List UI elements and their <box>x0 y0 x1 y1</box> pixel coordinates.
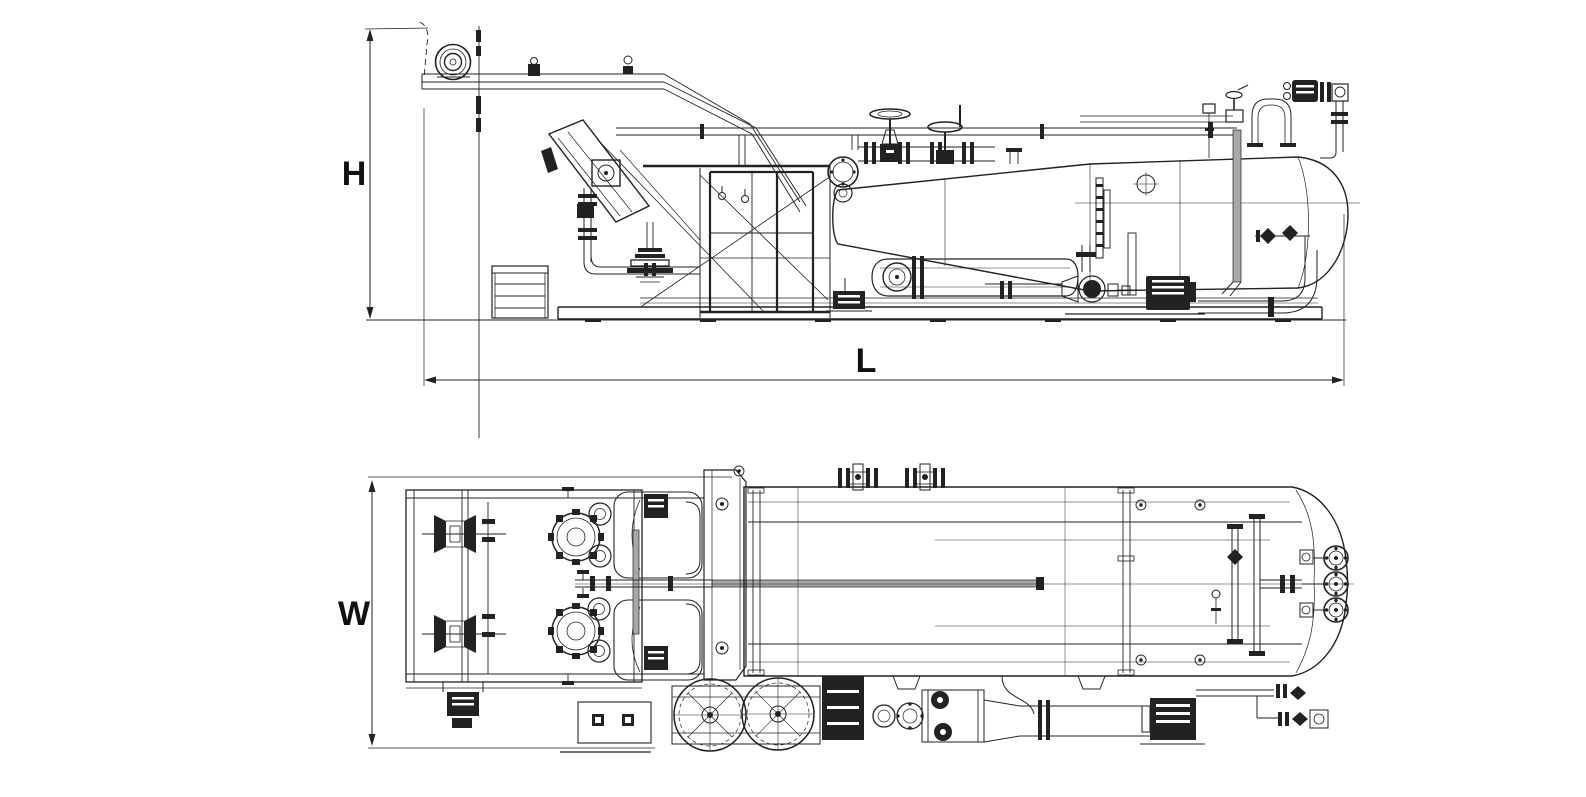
downcomer-pipe <box>578 188 700 276</box>
filter-pods <box>548 487 704 685</box>
safety-valves <box>1255 225 1310 250</box>
dimension-length: L <box>423 108 1345 386</box>
gear-pump-block <box>822 676 864 740</box>
inclined-chute <box>541 119 829 313</box>
skid-base <box>557 297 1323 322</box>
train-valve-branch-2 <box>1278 709 1329 729</box>
mast-and-sheave <box>419 21 481 438</box>
handwheel-valve-2 <box>927 105 963 164</box>
funnel-fitting <box>627 222 673 283</box>
main-vessel <box>832 148 1360 296</box>
side-elevation-view: H L <box>342 21 1360 438</box>
roller-spool-2 <box>422 615 506 653</box>
head-plate <box>703 465 747 681</box>
bolt-plate <box>560 701 652 753</box>
dimension-height: H <box>342 27 429 319</box>
stiffener-band-2 <box>1117 487 1135 676</box>
lower-drum <box>871 256 1079 299</box>
globe-valves-cluster <box>827 105 995 203</box>
handwheel-top <box>1313 545 1349 571</box>
width-label: W <box>338 595 371 633</box>
feed-boom-pipes <box>421 55 807 213</box>
left-pump-motor <box>826 278 872 312</box>
top-nozzle-cluster-2 <box>905 463 945 491</box>
top-pipe-run <box>616 115 1237 166</box>
shaker-frame <box>405 489 643 728</box>
right-end-manifold <box>1211 514 1349 656</box>
top-motor-valve-group <box>1283 80 1349 159</box>
top-nozzle-cluster-1 <box>838 463 878 491</box>
right-piping <box>1198 80 1349 317</box>
train-valve-branch-1 <box>1276 684 1306 700</box>
shaker-motor <box>442 682 484 728</box>
handwheel-bottom <box>1313 597 1349 623</box>
sheave-pulley-icon <box>434 43 472 81</box>
step-box <box>491 265 549 319</box>
center-pipe <box>575 576 1354 591</box>
roller-spool-1 <box>422 515 506 553</box>
top-plan-view: W <box>338 463 1354 753</box>
train-motor <box>1140 698 1205 745</box>
pod-motor-2 <box>644 646 668 670</box>
clamp-ring-manway-1 <box>548 509 604 565</box>
dimension-width: W <box>338 476 732 749</box>
handwheel-valve-1 <box>869 108 911 162</box>
clamp-ring-manway-2 <box>548 603 604 659</box>
height-label: H <box>342 155 367 193</box>
pump-train <box>560 675 1329 753</box>
wheel-2 <box>741 677 815 751</box>
handwheel-middle <box>1302 571 1349 597</box>
stiffener-band-1 <box>747 487 765 676</box>
length-label: L <box>856 342 877 380</box>
wheel-1 <box>673 678 747 752</box>
support-frame <box>643 164 831 318</box>
right-pump-motor <box>985 245 1205 315</box>
